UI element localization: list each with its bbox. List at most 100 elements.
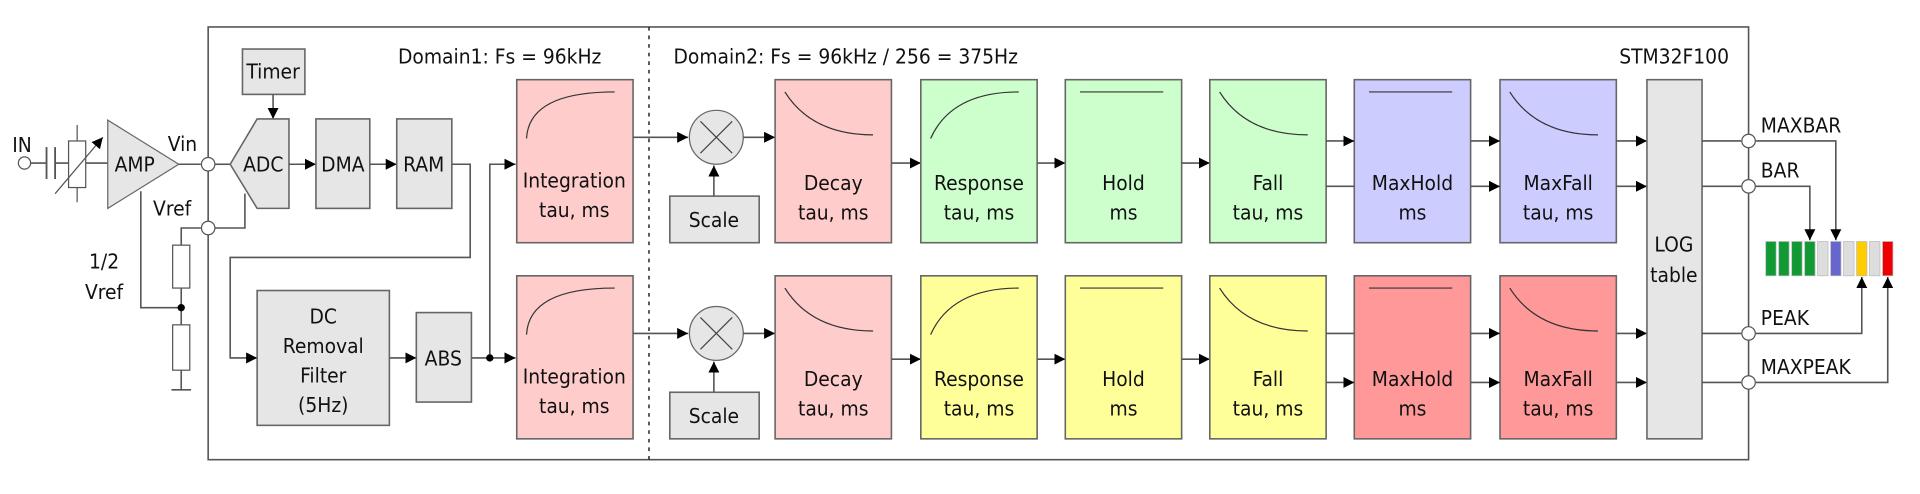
decay-label: Decay	[804, 171, 863, 195]
maxpeak-wire	[1755, 277, 1894, 384]
maxhold-label: MaxHold	[1372, 171, 1453, 195]
multiply-cross-icon	[699, 120, 733, 154]
fall-label: Fall	[1253, 367, 1284, 391]
bar-label: BAR	[1761, 159, 1800, 183]
maxfall-label: MaxFall	[1523, 367, 1592, 391]
maxhold-block	[1353, 275, 1472, 440]
bar-segment	[1817, 241, 1829, 277]
log-table-label: table	[1650, 263, 1697, 287]
bar-segment	[1856, 241, 1868, 277]
bar-segment	[1882, 241, 1894, 277]
maxhold-unit-label: ms	[1398, 200, 1426, 224]
hold-label: Hold	[1102, 367, 1145, 391]
integration-tau-label: tau, ms	[539, 198, 610, 222]
integration-block	[515, 78, 634, 244]
decay-unit-label: tau, ms	[798, 200, 869, 224]
response-label: Response	[934, 171, 1024, 195]
decay-curve-icon	[1509, 287, 1598, 332]
decay-curve-icon	[784, 287, 874, 332]
maxbar-pin	[1741, 133, 1756, 149]
amp-triangle	[107, 119, 180, 210]
in-label: IN	[12, 133, 32, 157]
vin-pin	[200, 156, 216, 172]
vref-label: Vref	[153, 197, 192, 221]
fall-label: Fall	[1253, 171, 1284, 195]
integration-tau-label: tau, ms	[539, 394, 610, 418]
response-unit-label: tau, ms	[944, 397, 1015, 421]
hold-label: Hold	[1102, 171, 1145, 195]
maxpeak-label: MAXPEAK	[1761, 355, 1852, 379]
maxbar-wire	[1755, 140, 1842, 241]
chip-boundary	[207, 26, 1750, 461]
dma-block	[315, 118, 371, 210]
vref-pin	[200, 220, 216, 236]
domain2-label: Domain2: Fs = 96kHz / 256 = 375Hz	[673, 45, 1018, 69]
decay-label: Decay	[804, 367, 863, 391]
junction-dot	[177, 304, 185, 312]
maxpeak-pin	[1741, 375, 1756, 390]
rise-curve-icon	[930, 91, 1019, 139]
dc-label-3: Filter	[300, 363, 346, 387]
maxfall-unit-label: tau, ms	[1523, 200, 1594, 224]
response-block	[920, 78, 1038, 244]
amp-label: AMP	[115, 153, 155, 177]
scale-label: Scale	[689, 404, 739, 428]
input-stage: IN AMP Vin Vref 1/2 Vref	[12, 119, 216, 391]
fall-unit-label: tau, ms	[1233, 200, 1304, 224]
decay-block	[774, 78, 893, 244]
decay-curve-icon	[1509, 91, 1598, 136]
abs-label: ABS	[425, 346, 462, 370]
row-bottom: Integration tau, ms Scale Decay tau, ms Respo…	[515, 275, 1647, 440]
front-end: Timer ADC DMA RAM DC Removal Filter (5Hz…	[215, 48, 516, 427]
hold-unit-label: ms	[1109, 397, 1137, 421]
dma-label: DMA	[321, 153, 365, 177]
chip-label: STM32F100	[1619, 45, 1729, 69]
capacitor-icon	[45, 147, 57, 179]
abs-block	[415, 311, 473, 403]
maxhold-label: MaxHold	[1372, 367, 1453, 391]
dc-removal-filter-block	[256, 289, 391, 427]
scale-label: Scale	[689, 208, 739, 232]
decay-curve-icon	[1219, 91, 1308, 136]
peak-label: PEAK	[1761, 306, 1810, 330]
in-terminal	[17, 156, 32, 170]
maxfall-block	[1499, 78, 1618, 244]
integration-label: Integration	[523, 365, 626, 389]
domain1-label: Domain1: Fs = 96kHz	[398, 45, 602, 69]
hold-block	[1064, 78, 1183, 244]
integration-block	[515, 275, 634, 440]
fall-unit-label: tau, ms	[1233, 397, 1304, 421]
multiply-cross-icon	[699, 317, 733, 350]
junction-dot	[486, 354, 494, 362]
adc-block	[229, 118, 290, 210]
ram-label: RAM	[403, 153, 444, 177]
hold-unit-label: ms	[1109, 200, 1137, 224]
maxfall-unit-label: tau, ms	[1523, 397, 1594, 421]
hold-block	[1064, 275, 1183, 440]
maxbar-label: MAXBAR	[1761, 113, 1841, 137]
log-label: LOG	[1654, 232, 1693, 256]
bar-segment	[1830, 241, 1842, 277]
scale-block	[669, 391, 760, 440]
log-table-block	[1646, 78, 1703, 440]
vin-label: Vin	[168, 132, 197, 156]
fall-block	[1209, 78, 1327, 244]
response-label: Response	[934, 367, 1024, 391]
dc-label-2: Removal	[283, 334, 364, 358]
adc-label: ADC	[243, 153, 283, 177]
maxfall-block	[1499, 275, 1618, 440]
integration-label: Integration	[523, 169, 626, 193]
bar-segment	[1804, 241, 1816, 277]
resistor-top-icon	[172, 244, 191, 289]
peak-pin	[1741, 326, 1756, 341]
bar-segment	[1765, 241, 1777, 277]
maxhold-block	[1353, 78, 1472, 244]
decay-curve-icon	[1219, 287, 1308, 332]
timer-label: Timer	[245, 59, 300, 83]
half-label: 1/2	[89, 249, 119, 273]
maxfall-label: MaxFall	[1523, 171, 1592, 195]
resistor-bottom-icon	[172, 324, 191, 371]
decay-curve-icon	[784, 91, 874, 136]
variable-resistor-icon	[67, 140, 87, 189]
